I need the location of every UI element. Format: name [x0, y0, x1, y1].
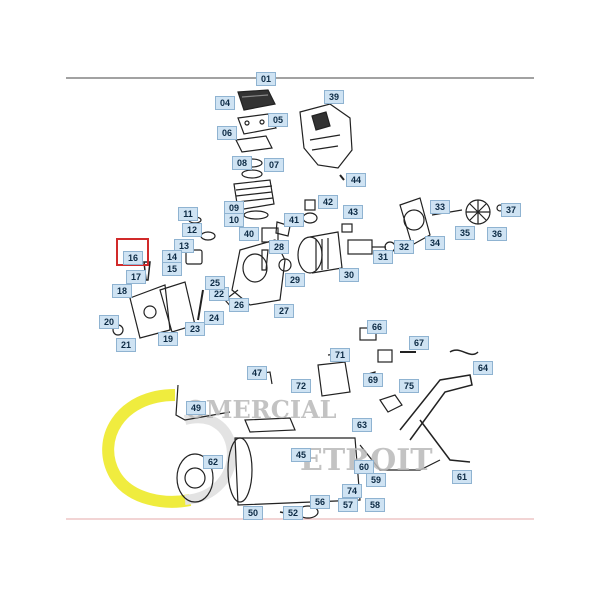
- head-assembly: [233, 89, 277, 220]
- part-label[interactable]: 61: [452, 470, 472, 484]
- part-label[interactable]: 32: [394, 240, 414, 254]
- part-label[interactable]: 64: [473, 361, 493, 375]
- part-label[interactable]: 33: [430, 200, 450, 214]
- part-label[interactable]: 28: [269, 240, 289, 254]
- part-label[interactable]: 23: [185, 322, 205, 336]
- part-label[interactable]: 58: [365, 498, 385, 512]
- cover-39: [299, 103, 353, 181]
- part-label[interactable]: 71: [330, 348, 350, 362]
- part-label[interactable]: 60: [354, 460, 374, 474]
- part-label[interactable]: 44: [346, 173, 366, 187]
- part-label[interactable]: 26: [229, 298, 249, 312]
- part-label[interactable]: 25: [205, 276, 225, 290]
- part-label[interactable]: 74: [342, 484, 362, 498]
- watermark-line1: OMERCIAL: [185, 395, 337, 424]
- part-label[interactable]: 57: [338, 498, 358, 512]
- part-label[interactable]: 21: [116, 338, 136, 352]
- part-label[interactable]: 01: [256, 72, 276, 86]
- part-label[interactable]: 29: [285, 273, 305, 287]
- part-label[interactable]: 72: [291, 379, 311, 393]
- part-label[interactable]: 42: [318, 195, 338, 209]
- part-label[interactable]: 19: [158, 332, 178, 346]
- part-label[interactable]: 04: [215, 96, 235, 110]
- part-label[interactable]: 36: [487, 227, 507, 241]
- part-label[interactable]: 17: [126, 270, 146, 284]
- part-label[interactable]: 35: [455, 226, 475, 240]
- part-label[interactable]: 31: [373, 250, 393, 264]
- part-label[interactable]: 10: [224, 213, 244, 227]
- part-label[interactable]: 24: [204, 311, 224, 325]
- part-label[interactable]: 43: [343, 205, 363, 219]
- part-label[interactable]: 49: [186, 401, 206, 415]
- handle-64: [399, 374, 473, 463]
- part-label[interactable]: 07: [264, 158, 284, 172]
- part-label[interactable]: 11: [178, 207, 198, 221]
- part-label[interactable]: 56: [310, 495, 330, 509]
- part-label[interactable]: 30: [339, 268, 359, 282]
- part-label[interactable]: 15: [162, 262, 182, 276]
- part-label[interactable]: 27: [274, 304, 294, 318]
- part-label[interactable]: 52: [283, 506, 303, 520]
- part-label[interactable]: 66: [367, 320, 387, 334]
- part-label[interactable]: 39: [324, 90, 344, 104]
- part-label[interactable]: 37: [501, 203, 521, 217]
- part-label[interactable]: 05: [268, 113, 288, 127]
- part-label[interactable]: 63: [352, 418, 372, 432]
- watermark-logo: [102, 389, 237, 508]
- part-label[interactable]: 34: [425, 236, 445, 250]
- part-label[interactable]: 13: [174, 239, 194, 253]
- part-label[interactable]: 59: [366, 473, 386, 487]
- highlight-box-16: [116, 238, 149, 266]
- part-label-highlighted[interactable]: 16: [123, 251, 143, 265]
- part-label[interactable]: 08: [232, 156, 252, 170]
- part-label[interactable]: 75: [399, 379, 419, 393]
- part-label[interactable]: 62: [203, 455, 223, 469]
- part-label[interactable]: 20: [99, 315, 119, 329]
- part-label[interactable]: 40: [239, 227, 259, 241]
- part-label[interactable]: 41: [284, 213, 304, 227]
- part-label[interactable]: 50: [243, 506, 263, 520]
- part-label[interactable]: 45: [291, 448, 311, 462]
- part-label[interactable]: 67: [409, 336, 429, 350]
- part-label[interactable]: 18: [112, 284, 132, 298]
- part-label[interactable]: 69: [363, 373, 383, 387]
- part-label[interactable]: 06: [217, 126, 237, 140]
- part-label[interactable]: 47: [247, 366, 267, 380]
- part-label[interactable]: 12: [182, 223, 202, 237]
- pressure-switch: [317, 327, 479, 413]
